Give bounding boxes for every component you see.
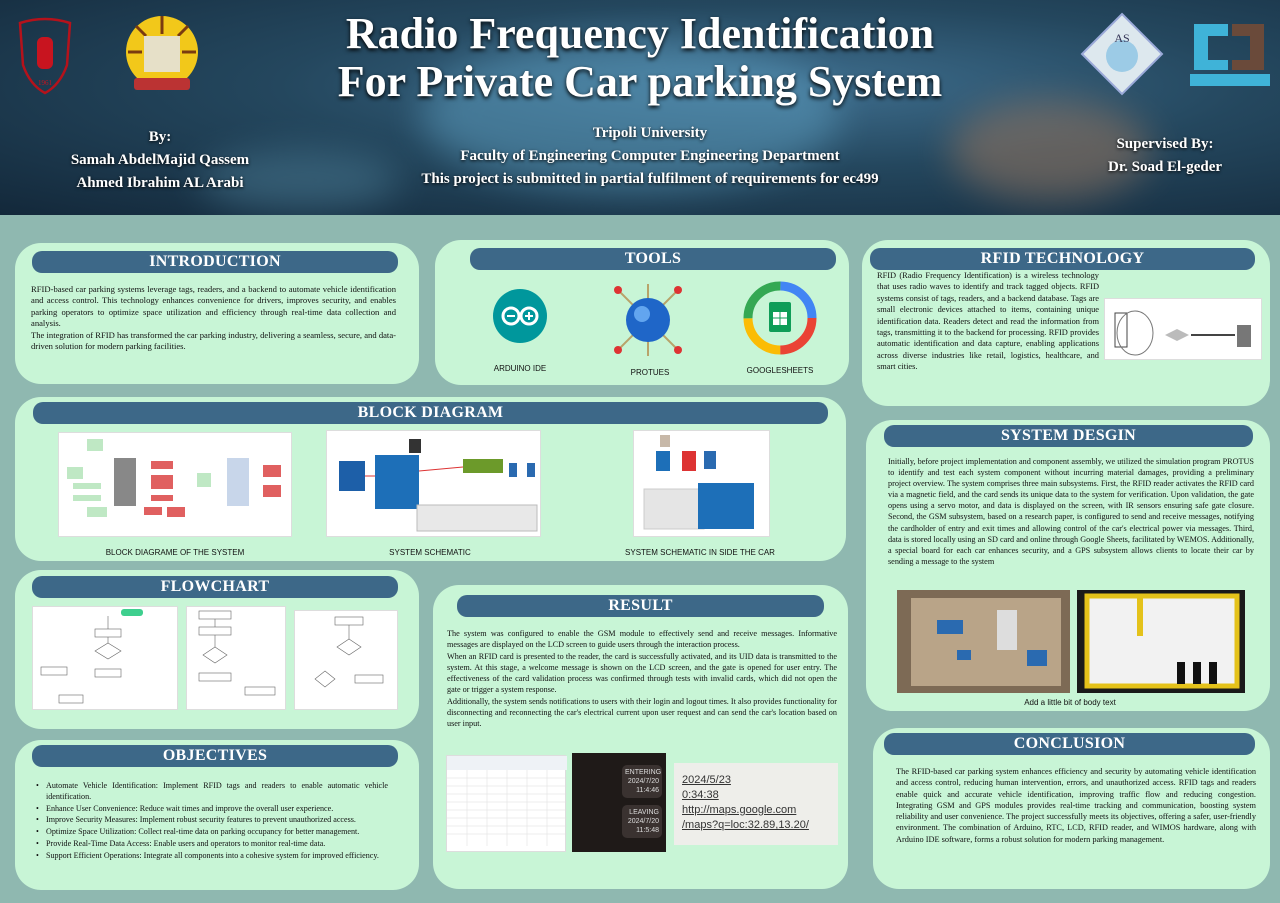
flowchart-title: FLOWCHART <box>32 576 398 598</box>
car-schematic-image <box>633 430 770 537</box>
result-title: RESULT <box>457 595 824 617</box>
hardware-board-photo <box>897 590 1070 693</box>
google-sheets-screenshot <box>446 755 567 852</box>
authors-block: By: Samah AbdelMajid Qassem Ahmed Ibrahi… <box>40 126 280 195</box>
block-diagram-caption: BLOCK DIAGRAME OF THE SYSTEM <box>105 548 245 557</box>
objectives-title: OBJECTIVES <box>32 745 398 767</box>
tool-label: PROTUES <box>630 368 670 377</box>
rfid-technology-text: RFID (Radio Frequency Identification) is… <box>877 271 1099 372</box>
conclusion-text: The RFID-based car parking system enhanc… <box>896 767 1256 844</box>
conclusion-title: CONCLUSION <box>884 733 1255 755</box>
objective-item: Provide Real-Time Data Access: Enable us… <box>36 839 388 850</box>
supervisor-block: Supervised By: Dr. Soad El-geder <box>1107 136 1223 175</box>
system-schematic-image <box>326 430 541 537</box>
system-design-caption: Add a little bit of body text <box>1024 698 1116 707</box>
flowchart-image-2 <box>186 606 286 710</box>
svg-text:1961: 1961 <box>38 79 53 87</box>
computer-engineering-logo <box>1190 24 1270 86</box>
objective-item: Improve Security Measures: Implement rob… <box>36 815 388 826</box>
objective-item: Support Efficient Operations: Integrate … <box>36 851 388 862</box>
block-diagram-title: BLOCK DIAGRAM <box>33 402 828 424</box>
author-name: Ahmed Ibrahim AL Arabi <box>76 175 244 191</box>
rfid-technology-title: RFID TECHNOLOGY <box>870 248 1255 270</box>
parking-model-photo <box>1077 590 1245 693</box>
svg-text:AS: AS <box>1114 31 1129 45</box>
location-message: 2024/5/23 0:34:38 http://maps.google.com… <box>674 763 838 845</box>
flowchart-image-3 <box>294 610 398 710</box>
objective-item: Optimize Space Utilization: Collect real… <box>36 827 388 838</box>
rfid-diagram-image <box>1104 298 1262 360</box>
system-schematic-caption: SYSTEM SCHEMATIC <box>389 548 471 557</box>
university-sun-logo <box>126 16 198 90</box>
institution-block: Tripoli University Faculty of Engineerin… <box>421 125 879 187</box>
maps-link[interactable]: http://maps.google.com/maps?q=loc:32.89,… <box>682 804 809 831</box>
introduction-text: RFID-based car parking systems leverage … <box>31 284 396 352</box>
objectives-list: Automate Vehicle Identification: Impleme… <box>36 781 388 863</box>
car-schematic-caption: SYSTEM SCHEMATIC IN SIDE THE CAR <box>625 548 775 557</box>
tripoli-university-crest-logo: 1961 <box>18 17 72 95</box>
proteus-icon <box>614 284 682 356</box>
tool-label: ARDUINO IDE <box>493 364 547 373</box>
introduction-title: INTRODUCTION <box>32 251 398 273</box>
author-name: Samah AbdelMajid Qassem <box>70 152 250 168</box>
objective-item: Automate Vehicle Identification: Impleme… <box>36 781 388 803</box>
objective-item: Enhance User Convenience: Reduce wait ti… <box>36 804 388 815</box>
system-design-title: SYSTEM DESGIN <box>884 425 1253 447</box>
arduino-icon <box>493 289 547 343</box>
flowchart-image-1 <box>32 606 178 710</box>
as-diamond-logo: AS <box>1080 12 1164 96</box>
result-text: The system was configured to enable the … <box>447 629 837 729</box>
block-diagram-image <box>58 432 292 537</box>
google-sheets-icon <box>743 281 817 355</box>
tool-label: GOOGLESHEETS <box>746 366 814 375</box>
system-design-text: Initially, before project implementation… <box>888 457 1254 566</box>
tools-title: TOOLS <box>470 248 836 270</box>
